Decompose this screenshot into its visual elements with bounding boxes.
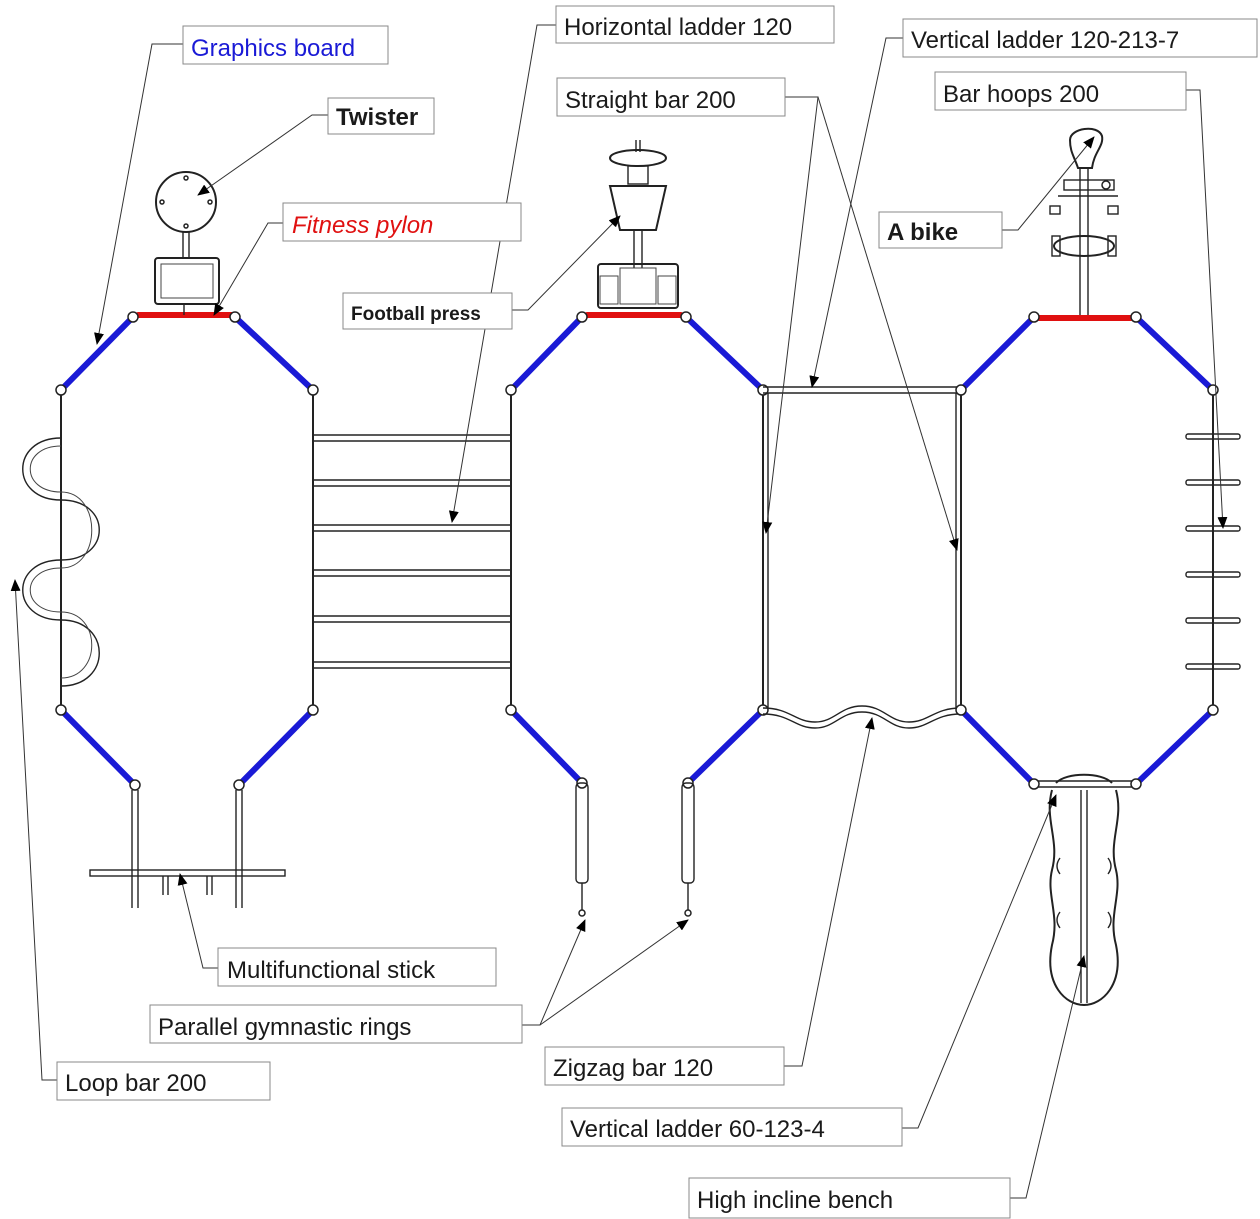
zigzag-bar-text: Zigzag bar 120	[553, 1055, 713, 1082]
football-press-text: Football press	[351, 304, 481, 325]
label-high-incline-bench: High incline bench	[688, 1177, 1011, 1219]
high-incline-bench-text: High incline bench	[697, 1187, 893, 1214]
label-a-bike: A bike	[878, 211, 1003, 249]
vertical-ladder-120-213-7	[763, 386, 961, 394]
vertical-ladder-bottom-text: Vertical ladder 60-123-4	[570, 1116, 825, 1143]
horizontal-ladder-text: Horizontal ladder 120	[564, 14, 792, 41]
straight-bar-text: Straight bar 200	[565, 87, 736, 114]
parallel-rings-text: Parallel gymnastic rings	[158, 1014, 411, 1041]
label-twister: Twister	[327, 97, 435, 135]
label-horizontal-ladder: Horizontal ladder 120	[555, 5, 835, 44]
label-fitness-pylon: Fitness pylon	[282, 202, 522, 242]
label-loop-bar: Loop bar 200	[56, 1061, 271, 1101]
multifunctional-stick-text: Multifunctional stick	[227, 957, 436, 984]
twister-station	[154, 171, 220, 315]
straight-bar-200	[767, 393, 957, 708]
label-football-press: Football press	[342, 292, 513, 330]
twister-text: Twister	[336, 104, 418, 131]
loop-bar	[22, 437, 100, 687]
octagon-frame-2	[505, 311, 769, 789]
football-press-station	[597, 140, 679, 309]
multifunctional-stick	[89, 869, 286, 895]
label-multifunctional-stick: Multifunctional stick	[217, 947, 497, 987]
label-vertical-ladder-bottom: Vertical ladder 60-123-4	[561, 1107, 903, 1147]
zigzag-bar	[762, 705, 962, 729]
vertical-ladder-top-text: Vertical ladder 120-213-7	[911, 27, 1179, 54]
bar-hoops-text: Bar hoops 200	[943, 81, 1099, 108]
label-parallel-rings: Parallel gymnastic rings	[149, 1004, 523, 1044]
label-zigzag-bar: Zigzag bar 120	[544, 1046, 785, 1086]
loop-bar-text: Loop bar 200	[65, 1070, 206, 1097]
bar-hoops	[1185, 433, 1241, 670]
graphics-board-text: Graphics board	[191, 35, 355, 62]
fitness-pylon-text: Fitness pylon	[292, 212, 433, 239]
bike-station	[1049, 127, 1119, 315]
high-incline-bench	[1048, 773, 1120, 1007]
label-graphics-board: Graphics board	[182, 25, 389, 65]
label-bar-hoops: Bar hoops 200	[934, 71, 1187, 111]
leader-lines	[10, 24, 1228, 1199]
parallel-gymnastic-rings	[575, 782, 695, 917]
label-vertical-ladder-top: Vertical ladder 120-213-7	[902, 18, 1258, 58]
octagon-frame-1	[55, 311, 319, 908]
label-straight-bar: Straight bar 200	[556, 77, 786, 117]
octagon-frame-3	[955, 311, 1219, 790]
a-bike-text: A bike	[887, 219, 958, 246]
horizontal-ladder	[313, 434, 511, 669]
